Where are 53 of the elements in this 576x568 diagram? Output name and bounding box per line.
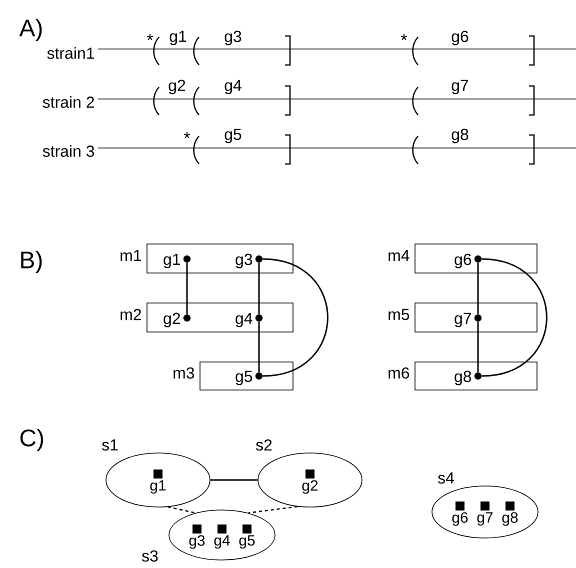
box-label: m1 [120,250,141,261]
gene-label: g5 [236,370,252,386]
panel-label: A) [19,18,42,42]
gene-label: g8 [454,370,472,386]
connector-line [210,479,258,481]
connector-line [477,322,479,372]
box-label: m5 [388,308,410,320]
text-label: strain1 [47,47,94,59]
text-label: * [400,34,408,40]
box-label: m2 [120,308,141,320]
connector-line [168,506,196,514]
connector-line [248,506,298,514]
text-label: g1 [170,30,186,46]
gene-label: g7 [477,512,493,526]
gene-label: g2 [302,480,318,494]
gene-label: g1 [164,254,180,268]
text-label: g2 [168,80,186,94]
connector-line [258,322,260,372]
box-label: m4 [388,250,410,261]
connector-line [186,262,188,314]
gene-label: g2 [164,312,180,328]
text-label: * [146,34,154,40]
connector-line [477,262,479,314]
gene-label: g1 [150,480,166,494]
gene-label: g8 [502,512,518,526]
connector-line [258,262,260,314]
box-label: m3 [174,367,194,379]
panel-label: C) [20,428,44,452]
gene-label: g3 [236,254,252,268]
panel-label: B) [21,250,42,274]
text-label: g8 [452,128,468,144]
text-label: g6 [452,30,468,46]
gene-label: g6 [454,254,472,268]
text-label: * [184,132,190,138]
set-label: s2 [256,439,272,451]
set-label: s4 [438,472,454,484]
text-label: strain 2 [42,96,94,108]
text-label: g5 [224,128,242,144]
set-label: s3 [142,550,158,562]
gene-label: g4 [214,535,230,549]
gene-label: g3 [189,535,205,549]
connector-line [262,258,328,377]
set-label: s1 [102,439,118,451]
text-label: g3 [224,30,242,46]
gene-label: g7 [454,312,471,328]
text-label: g7 [452,80,468,94]
gene-label: g6 [452,512,468,526]
text-label: g4 [224,80,242,94]
box-label: m6 [388,367,410,379]
gene-label: g4 [236,312,252,328]
text-label: strain 3 [42,145,94,157]
gene-label: g5 [239,535,255,549]
connector-line [482,258,548,377]
